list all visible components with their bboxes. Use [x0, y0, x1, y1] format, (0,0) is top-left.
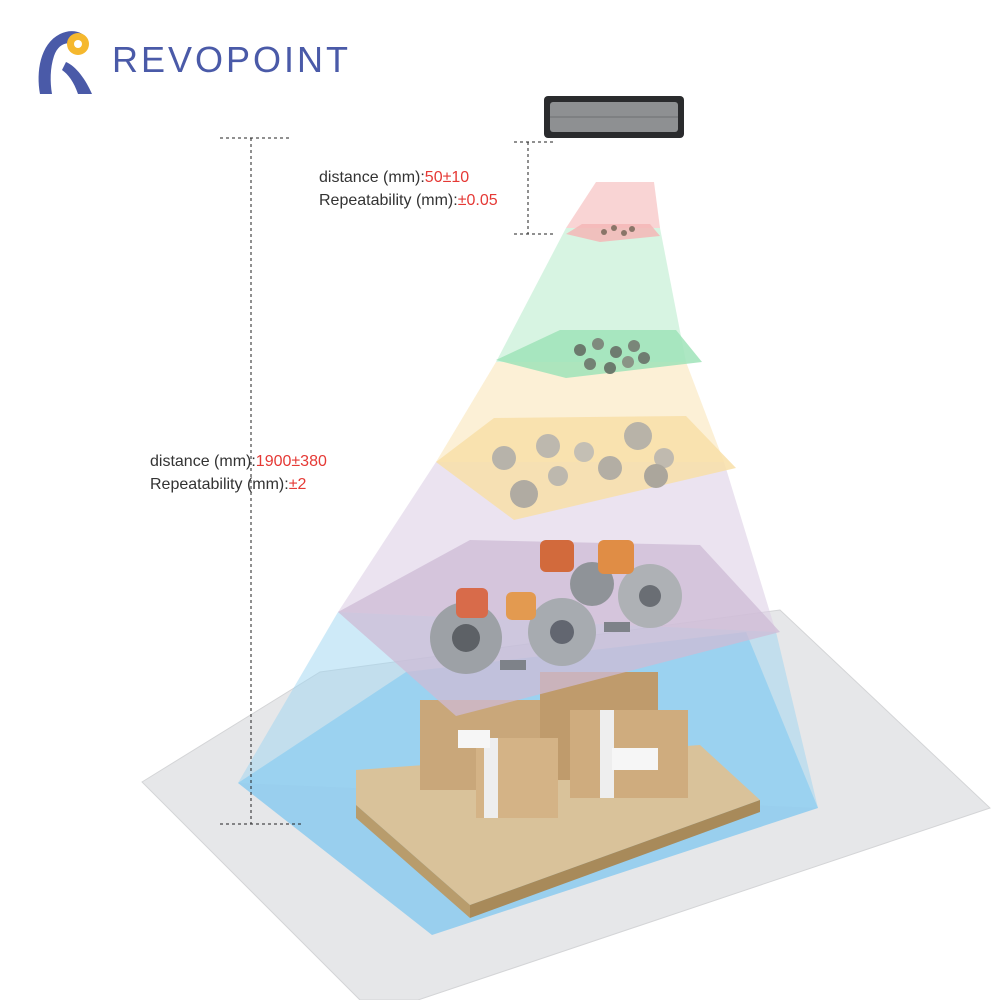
near-distance-line: distance (mm):50±10	[319, 166, 498, 189]
far-spec-text: distance (mm):1900±380 Repeatability (mm…	[150, 450, 327, 496]
far-repeatability-label: Repeatability (mm):	[150, 476, 289, 493]
near-repeatability-label: Repeatability (mm):	[319, 192, 458, 209]
near-repeatability-line: Repeatability (mm):±0.05	[319, 189, 498, 212]
tiny-parts-plane	[566, 224, 660, 242]
frustum-section-green	[496, 228, 686, 362]
far-distance-label: distance (mm):	[150, 453, 256, 470]
far-repeatability-value: ±2	[288, 476, 307, 493]
near-spec-text: distance (mm):50±10 Repeatability (mm):±…	[319, 166, 498, 212]
near-dimension-line	[514, 141, 556, 235]
auto-parts	[430, 540, 682, 674]
pallet-with-boxes	[356, 672, 760, 918]
near-distance-value: 50±10	[424, 169, 470, 186]
nuts-plane	[496, 330, 702, 378]
tiny-parts	[601, 225, 635, 236]
far-distance-line: distance (mm):1900±380	[150, 450, 327, 473]
near-repeatability-value: ±0.05	[457, 192, 498, 209]
nut-parts	[574, 338, 650, 374]
far-repeatability-line: Repeatability (mm):±2	[150, 473, 327, 496]
revopoint-logo-icon	[38, 31, 92, 94]
frustum-section-pink	[566, 182, 660, 228]
brand-name: REVOPOINT	[112, 39, 352, 80]
flange-parts	[492, 422, 674, 508]
far-dimension-line	[220, 137, 304, 825]
brand-header: REVOPOINT	[32, 22, 351, 98]
near-distance-label: distance (mm):	[319, 169, 425, 186]
3d-scanner-device	[544, 96, 684, 138]
far-distance-value: 1900±380	[255, 453, 327, 470]
